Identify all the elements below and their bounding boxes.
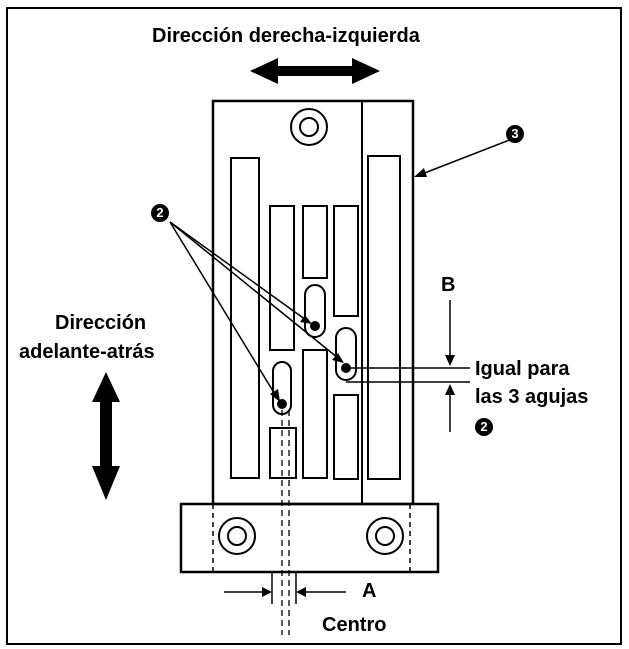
slot-inner-right-bottom: [333, 394, 359, 480]
slot-inner-right-top: [333, 205, 359, 317]
left-right-arrow-icon: [250, 58, 380, 84]
slot-inner-mid-top: [302, 205, 328, 279]
base-screw-left-icon: [218, 517, 256, 555]
label-left-direction-line2: adelante-atrás: [19, 341, 155, 363]
label-a: A: [362, 580, 377, 602]
dimension-b-arrows: [445, 300, 455, 432]
callout-3-leader: [414, 138, 513, 177]
callout-2-leaders: [169, 221, 344, 402]
base-bar: [179, 502, 440, 574]
slot-right-long: [367, 155, 401, 480]
dimension-a-arrows: [224, 587, 346, 597]
slot-left-long: [230, 157, 260, 479]
label-left-direction-line1: Dirección: [55, 312, 147, 334]
forward-back-arrow-icon: [92, 372, 120, 500]
outer-frame: [6, 7, 622, 645]
slot-inner-left: [269, 205, 295, 351]
callout-badge-3: 3: [506, 125, 524, 143]
slot-bottom-square: [269, 427, 297, 479]
label-top-direction: Dirección derecha-izquierda: [152, 25, 420, 47]
label-centro: Centro: [322, 614, 387, 636]
needle-hole-right: [335, 327, 357, 381]
label-b: B: [441, 274, 456, 296]
callout-badge-2-inline: 2: [475, 418, 493, 436]
slot-inner-mid-bottom: [302, 349, 328, 479]
label-equal-line2: las 3 agujas: [475, 386, 589, 408]
top-screw-icon: [290, 108, 328, 146]
base-screw-right-icon: [366, 517, 404, 555]
needle-hole-left: [272, 361, 292, 415]
needle-hole-middle: [304, 284, 326, 338]
label-equal-line1: Igual para: [475, 358, 570, 380]
callout-badge-2: 2: [151, 204, 169, 222]
